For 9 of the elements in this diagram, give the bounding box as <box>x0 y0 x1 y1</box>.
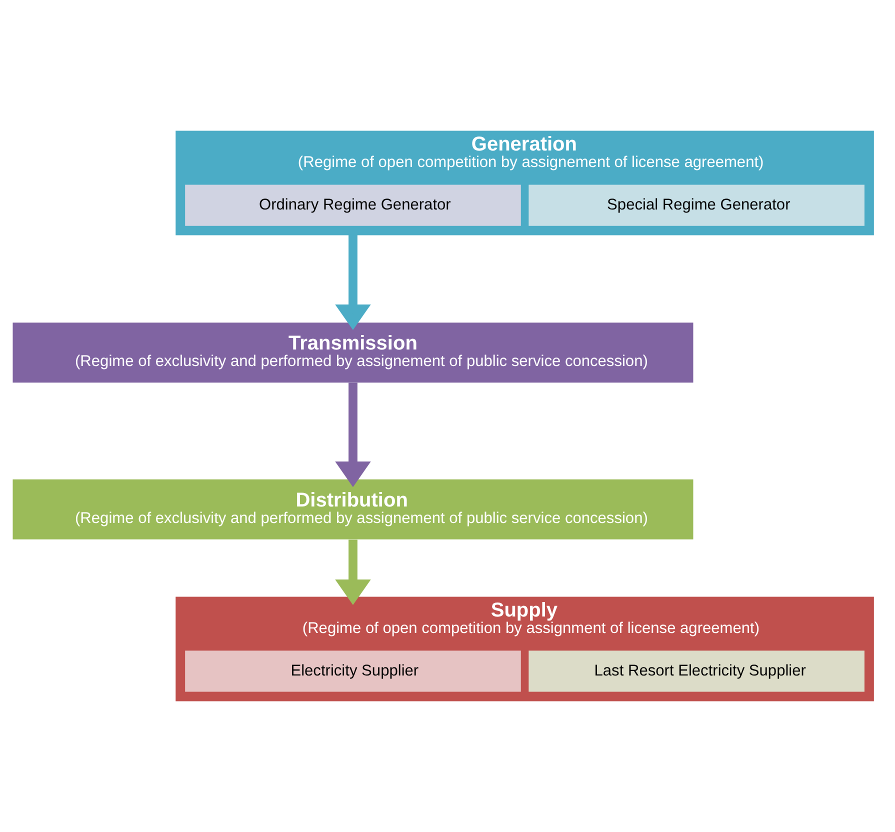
node-box: Ordinary Regime Generator <box>185 184 521 226</box>
arrow <box>335 382 371 488</box>
arrow <box>335 234 371 330</box>
node-box: Distribution (Regime of exclusivity and performed by assignement of public service concession) <box>12 479 694 540</box>
node-box: Last Resort Electricity Supplier <box>528 650 864 692</box>
node-box: Special Regime Generator <box>528 184 864 226</box>
node-box: Transmission (Regime of exclusivity and performed by assignement of public service concession) <box>12 322 694 383</box>
arrow <box>335 540 371 605</box>
node-box: Electricity Supplier <box>185 650 521 692</box>
